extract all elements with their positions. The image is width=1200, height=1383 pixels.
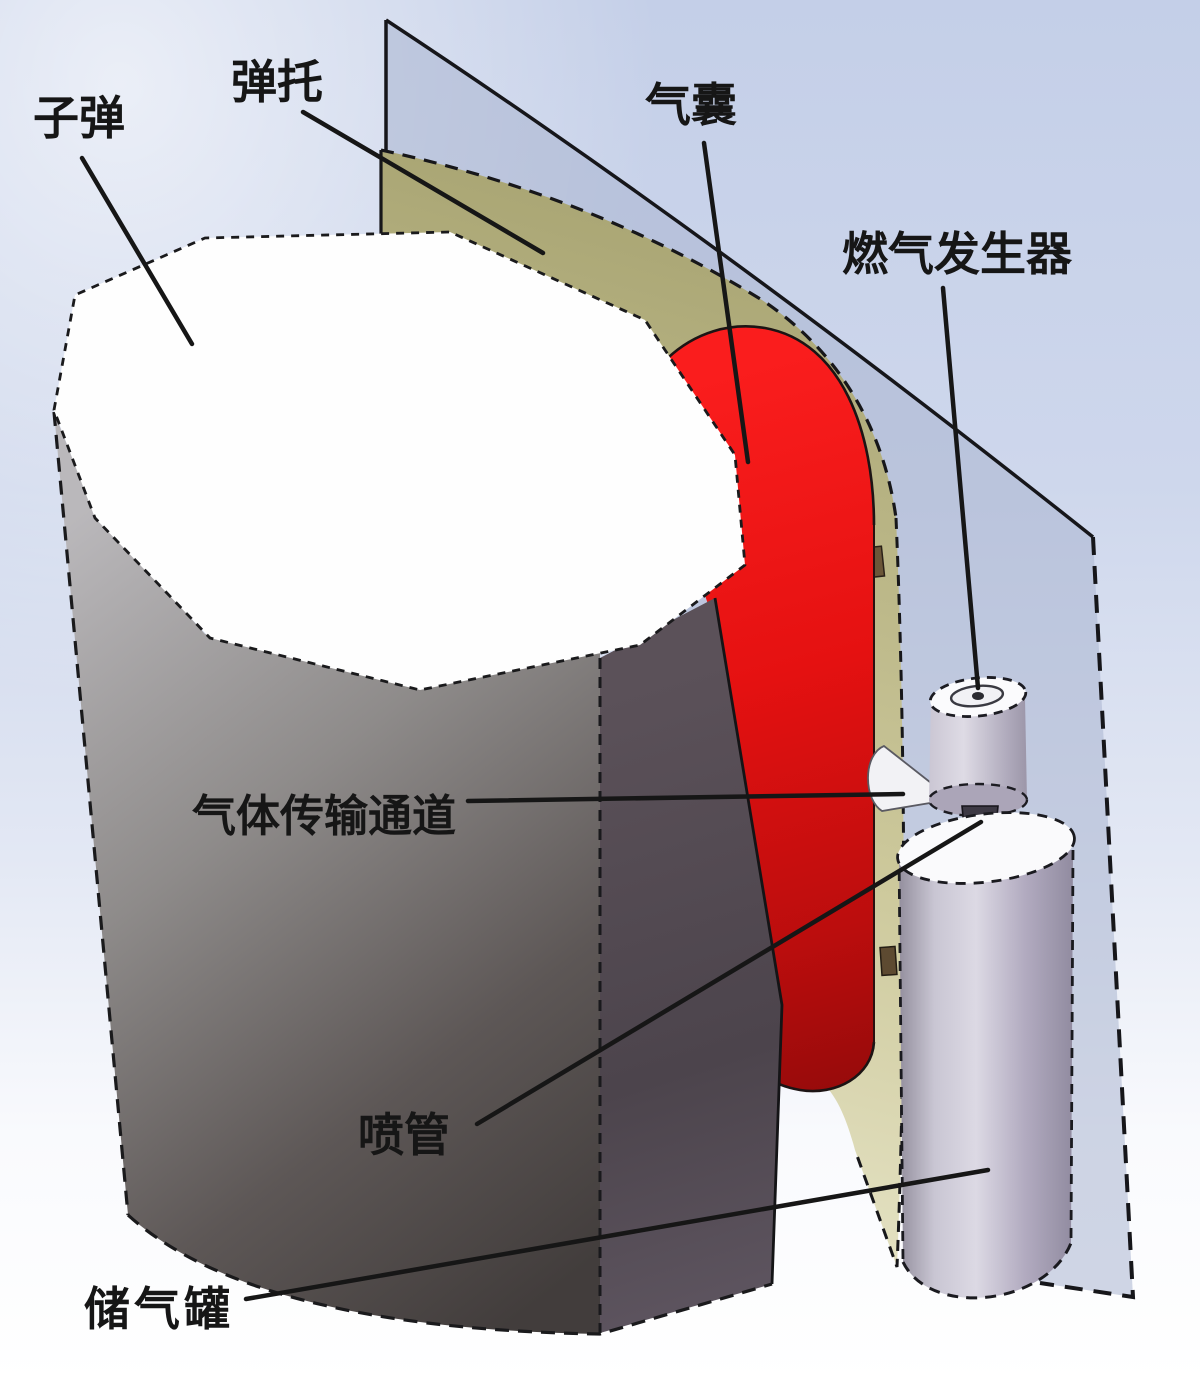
label-airbag: 气囊 [645, 80, 737, 131]
leader-gas-channel [465, 791, 906, 804]
gas-tank-left-edge [897, 852, 905, 1263]
gas-generator-assembly [867, 676, 1076, 1300]
gas-tank-body [899, 850, 1073, 1298]
leader-airbag [701, 140, 751, 465]
label-nozzle: 喷管 [358, 1110, 450, 1161]
projectile-facet-right-edge [713, 597, 784, 1285]
label-gas-generator: 燃气发生器 [842, 229, 1073, 280]
projectile-side-facet [600, 598, 782, 1333]
transparent-plane-right-edge [1039, 536, 1136, 1300]
leader-sabot [300, 109, 546, 256]
sabot-sheet-top-edge [380, 148, 898, 519]
leader-gas-generator [940, 285, 981, 691]
annotation-labels: 子弹 弹托 气囊 燃气发生器 气体传输通道 喷管 储气罐 [33, 57, 1073, 1335]
annotation-leaders [79, 109, 991, 1302]
gas-generator-igniter-dot [972, 692, 984, 700]
gas-generator-body [929, 698, 1027, 812]
gas-tank-top-face [896, 811, 1076, 885]
gas-tank-bottom-edge [901, 1242, 1073, 1300]
label-sabot: 弹托 [231, 57, 323, 108]
transparent-plane-top-edge [385, 18, 1095, 539]
projectile-bottom-silhouette [126, 1213, 773, 1336]
gas-tank-right-edge [1069, 849, 1075, 1244]
label-bullet: 子弹 [33, 93, 125, 144]
projectile [52, 230, 784, 1336]
sabot-clip-lower [879, 945, 898, 977]
gas-generator-cylinder [927, 676, 1029, 818]
label-gas-channel: 气体传输通道 [192, 792, 456, 841]
leader-gas-tank [243, 1167, 991, 1302]
leader-bullet [79, 155, 195, 347]
leader-nozzle [474, 819, 984, 1127]
label-gas-tank: 储气罐 [84, 1284, 234, 1335]
gas-tank-cylinder [896, 811, 1076, 1300]
projectile-front-face [54, 412, 600, 1334]
projectile-left-silhouette [52, 411, 130, 1216]
bullet-top-face [52, 230, 747, 692]
